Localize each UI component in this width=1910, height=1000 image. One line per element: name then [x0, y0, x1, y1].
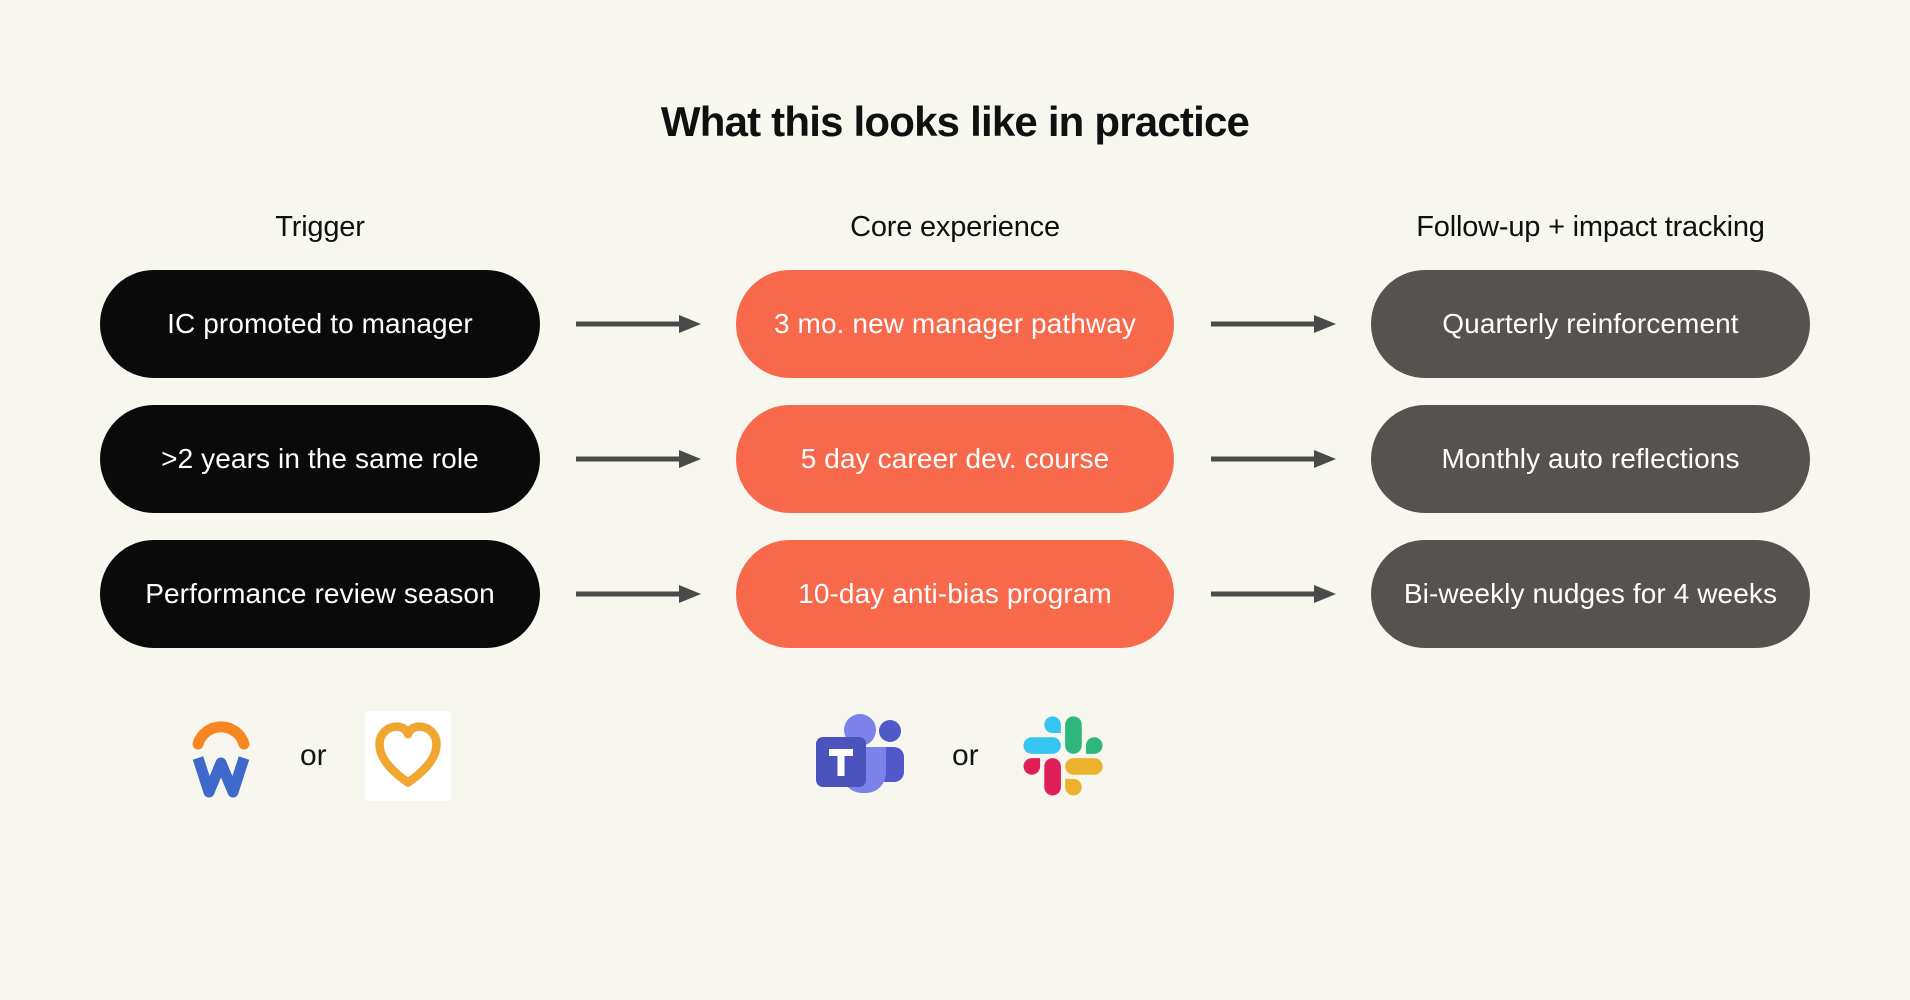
- page-title: What this looks like in practice: [660, 98, 1250, 145]
- or-separator: or: [300, 739, 327, 772]
- arrow-row-3: [1174, 540, 1371, 648]
- arrow-row-1: [1174, 270, 1371, 378]
- pill-core-2: 5 day career dev. course: [736, 405, 1174, 513]
- heart-logo-icon: [374, 722, 441, 787]
- pill-followup-1: Quarterly reinforcement: [1371, 270, 1810, 378]
- arrow-row-3: [540, 540, 736, 648]
- delivery-channel-logos: or: [812, 708, 1103, 804]
- heart-logo-background: [364, 711, 451, 801]
- right-arrow-icon: [1210, 450, 1336, 468]
- right-arrow-icon: [576, 585, 701, 603]
- pill-trigger-1: IC promoted to manager: [100, 270, 540, 378]
- arrow-row-2: [1174, 405, 1371, 513]
- pill-followup-3: Bi-weekly nudges for 4 weeks: [1371, 540, 1810, 648]
- trigger-integration-logos: or: [190, 708, 451, 804]
- workday-logo-icon: [192, 721, 250, 798]
- arrow-row-2: [540, 405, 736, 513]
- column-followup: Follow-up + impact tracking Quarterly re…: [1371, 185, 1810, 675]
- column-header-core-experience: Core experience: [850, 211, 1060, 243]
- column-header-trigger: Trigger: [275, 211, 365, 243]
- pill-followup-2: Monthly auto reflections: [1371, 405, 1810, 513]
- pill-trigger-3: Performance review season: [100, 540, 540, 648]
- column-core-experience: Core experience 3 mo. new manager pathwa…: [736, 185, 1174, 675]
- pill-core-3: 10-day anti-bias program: [736, 540, 1174, 648]
- or-separator: or: [952, 739, 979, 772]
- pill-core-1: 3 mo. new manager pathway: [736, 270, 1174, 378]
- column-trigger: Trigger IC promoted to manager >2 years …: [100, 185, 540, 675]
- arrow-row-1: [540, 270, 736, 378]
- right-arrow-icon: [576, 450, 701, 468]
- arrows-trigger-to-core: [540, 185, 736, 675]
- right-arrow-icon: [576, 315, 701, 333]
- column-header-followup: Follow-up + impact tracking: [1416, 211, 1765, 243]
- right-arrow-icon: [1210, 585, 1336, 603]
- microsoft-teams-logo-icon: [816, 714, 904, 793]
- right-arrow-icon: [1210, 315, 1336, 333]
- pill-trigger-2: >2 years in the same role: [100, 405, 540, 513]
- slack-logo-icon: [1023, 716, 1103, 796]
- arrows-core-to-followup: [1174, 185, 1371, 675]
